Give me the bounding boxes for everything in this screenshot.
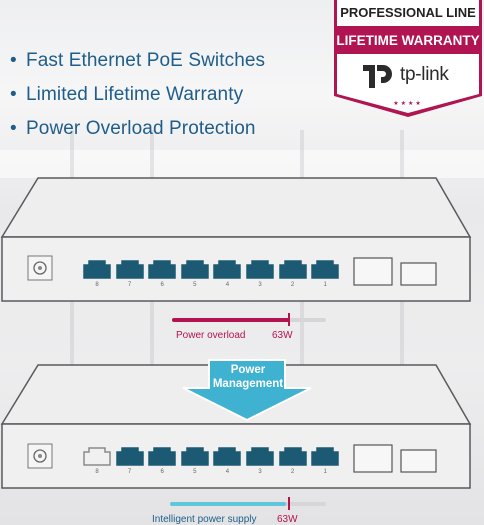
background-band	[0, 150, 484, 178]
feature-text: Fast Ethernet PoE Switches	[26, 50, 266, 71]
arrow-line-1: Power	[230, 364, 266, 376]
power-management-arrow-icon	[182, 359, 312, 422]
ethernet-port-icon	[213, 259, 242, 279]
ethernet-port-icon	[148, 446, 176, 466]
ethernet-port-icon	[311, 259, 339, 279]
ethernet-port-icon	[278, 259, 307, 279]
feature-item: •Power Overload Protection	[10, 118, 256, 139]
port-number: 5	[193, 469, 197, 475]
ethernet-port-icon	[181, 446, 209, 466]
port-number: 7	[127, 469, 132, 475]
feature-item: •Limited Lifetime Warranty	[10, 84, 244, 105]
port-number: 6	[160, 282, 164, 288]
supply-marker	[288, 497, 290, 510]
port-number: 3	[258, 469, 262, 475]
port-number: 4	[225, 469, 230, 475]
port-number: 5	[193, 282, 197, 288]
port-number: 2	[290, 282, 295, 288]
port-number: 8	[95, 282, 99, 288]
feature-text: Limited Lifetime Warranty	[26, 84, 244, 105]
ethernet-port-icon	[278, 446, 307, 466]
feature-list: •Fast Ethernet PoE Switches •Limited Lif…	[10, 44, 265, 146]
tp-link-logo-icon	[363, 65, 392, 88]
port-number: 8	[95, 469, 99, 475]
overload-marker	[288, 313, 290, 326]
port-number: 3	[258, 282, 262, 288]
feature-item: •Fast Ethernet PoE Switches	[10, 50, 266, 71]
badge-line-1: PROFESSIONAL LINE	[340, 5, 476, 20]
ethernet-port-icon	[115, 259, 144, 279]
badge-brand: tp-link	[400, 64, 449, 85]
ethernet-port-icon	[181, 259, 209, 279]
ethernet-port-icon	[115, 446, 144, 466]
port-number: 1	[323, 469, 327, 475]
overload-bar-fill	[172, 318, 290, 322]
port-number: 4	[225, 282, 230, 288]
overload-value: 63W	[272, 330, 293, 341]
port-number: 7	[127, 282, 132, 288]
port-number: 6	[160, 469, 164, 475]
warranty-badge: PROFESSIONAL LINE LIFETIME WARRANTY tp-l…	[333, 0, 483, 118]
top-switch	[0, 177, 472, 302]
supply-label: Intelligent power supply	[152, 514, 257, 525]
badge-stars-icon: ★★★★	[393, 101, 423, 107]
supply-bar-fill	[170, 502, 286, 506]
arrow-line-2: Management	[212, 378, 284, 390]
overload-label: Power overload	[176, 330, 246, 341]
ethernet-port-icon	[246, 259, 274, 279]
badge-line-2: LIFETIME WARRANTY	[336, 33, 480, 48]
ethernet-port-icon	[83, 259, 111, 279]
feature-text: Power Overload Protection	[26, 118, 256, 139]
supply-value: 63W	[277, 514, 298, 525]
ethernet-port-icon	[213, 446, 242, 466]
ethernet-port-icon	[246, 446, 274, 466]
ethernet-port-icon	[148, 259, 176, 279]
port-number: 2	[290, 469, 295, 475]
ethernet-port-inactive-icon	[83, 446, 111, 466]
ethernet-port-icon	[311, 446, 339, 466]
arrow-label: Power Management	[200, 363, 296, 391]
port-number: 1	[323, 282, 327, 288]
